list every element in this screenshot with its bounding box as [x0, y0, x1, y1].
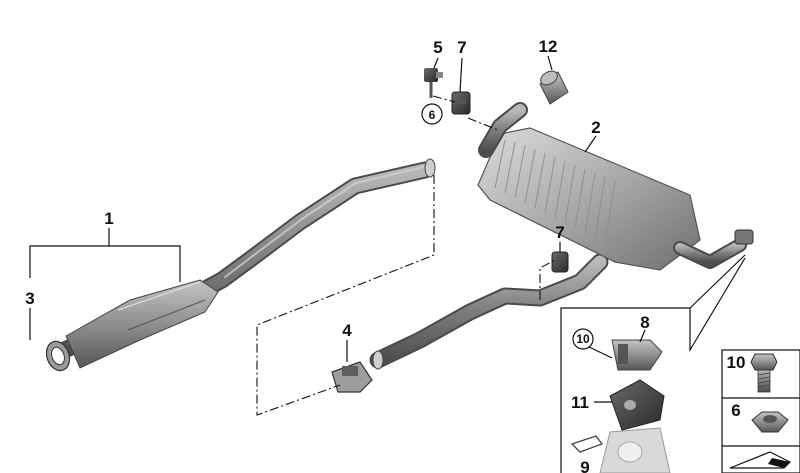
- callout-1: 1: [104, 209, 113, 228]
- rubber-mount-7-lower: [551, 251, 569, 273]
- callout-3: 3: [25, 289, 34, 308]
- rear-muffler: [477, 102, 754, 271]
- callout-7-top: 7: [457, 38, 466, 57]
- callout-4: 4: [342, 321, 352, 340]
- sensor-part-5: [424, 68, 443, 98]
- callout-6-circle: [421, 103, 443, 125]
- nut-icon: [751, 411, 789, 433]
- rear-section-pipe: [369, 253, 609, 370]
- callout-9: 9: [580, 458, 589, 473]
- callout-10-circle: [572, 328, 594, 350]
- muffler-ribs: [494, 139, 616, 244]
- hardware-side-panel: [721, 349, 800, 473]
- callout-5: 5: [433, 38, 442, 57]
- rubber-mount-7-top: [451, 91, 471, 115]
- callout-6: 6: [429, 108, 436, 122]
- end-pipe-12: [539, 70, 569, 105]
- clamp-part-4: [331, 361, 373, 393]
- callout-2: 2: [591, 118, 600, 137]
- callout-12: 12: [539, 37, 558, 56]
- front-pipe-with-catalytic-converter: [45, 158, 436, 372]
- callout-10: 10: [576, 332, 590, 346]
- callout-8: 8: [640, 313, 649, 332]
- connection-lines: [256, 95, 556, 416]
- callout-7-lower: 7: [555, 223, 564, 242]
- bolt-icon: [750, 353, 778, 393]
- callout-labels: 1 2 3 4 5 6 7 7 8 9 10 11 12 10 6: [25, 37, 745, 473]
- callout-11: 11: [571, 393, 589, 412]
- panel-nut-label: 6: [731, 401, 740, 420]
- panel-bolt-label: 10: [727, 353, 746, 372]
- bracket-detail-inset: [560, 254, 746, 473]
